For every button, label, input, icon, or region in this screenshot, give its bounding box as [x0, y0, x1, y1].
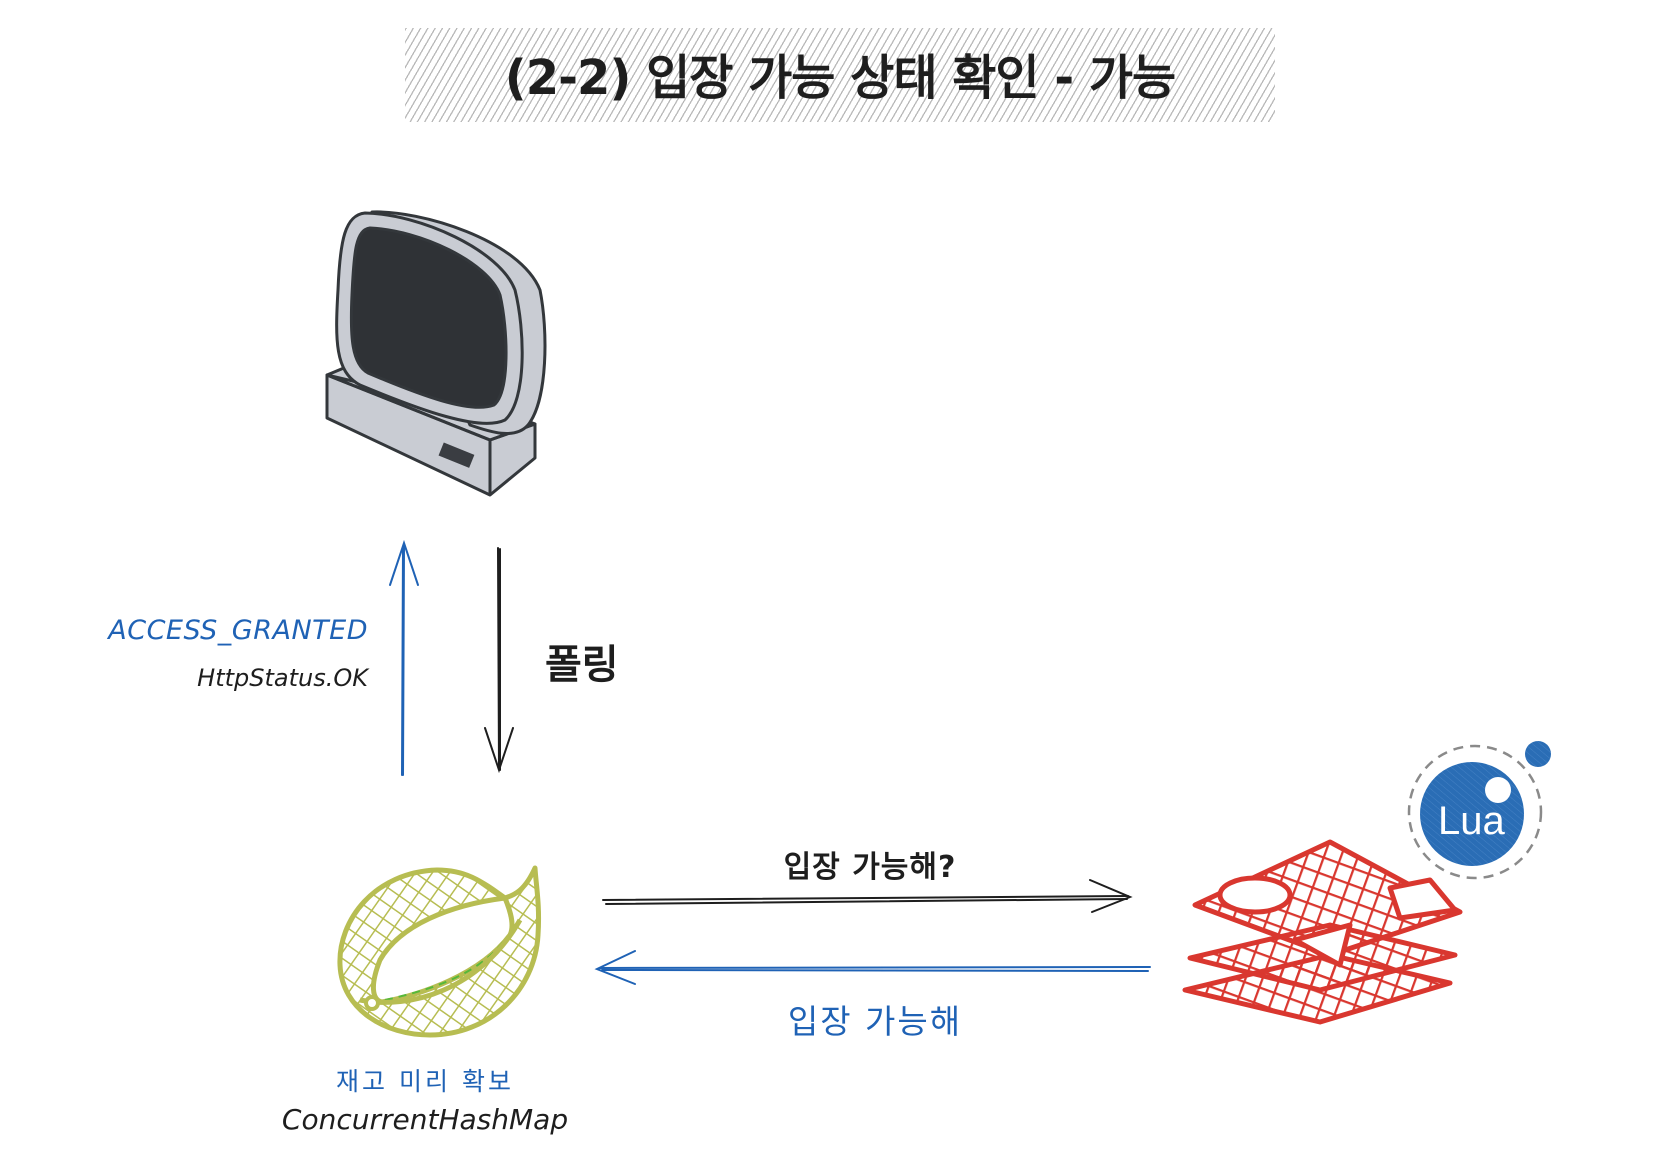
- title-banner: (2-2) 입장 가능 상태 확인 - 가능: [405, 28, 1275, 122]
- ask-arrow: [602, 879, 1133, 913]
- server-label-structure: ConcurrentHashMap: [281, 1103, 569, 1136]
- redis-stack-icon: [1182, 839, 1463, 1025]
- response-label-status: ACCESS_GRANTED: [108, 615, 368, 646]
- polling-arrow: [484, 547, 514, 774]
- spring-leaf-icon: [337, 865, 542, 1038]
- server-label-stock: 재고 미리 확보: [336, 1067, 514, 1096]
- answer-label: 입장 가능해: [787, 1002, 963, 1041]
- answer-arrow: [594, 950, 1151, 985]
- computer-icon: [325, 210, 547, 497]
- lua-logo-icon: Lua: [1407, 741, 1551, 880]
- response-label-http: HttpStatus.OK: [197, 664, 368, 692]
- lua-logo-text: Lua: [1438, 799, 1505, 843]
- page-title: (2-2) 입장 가능 상태 확인 - 가능: [504, 50, 1176, 106]
- polling-label: 폴링: [545, 642, 619, 688]
- response-arrow: [389, 539, 419, 776]
- ask-label: 입장 가능해?: [783, 850, 957, 885]
